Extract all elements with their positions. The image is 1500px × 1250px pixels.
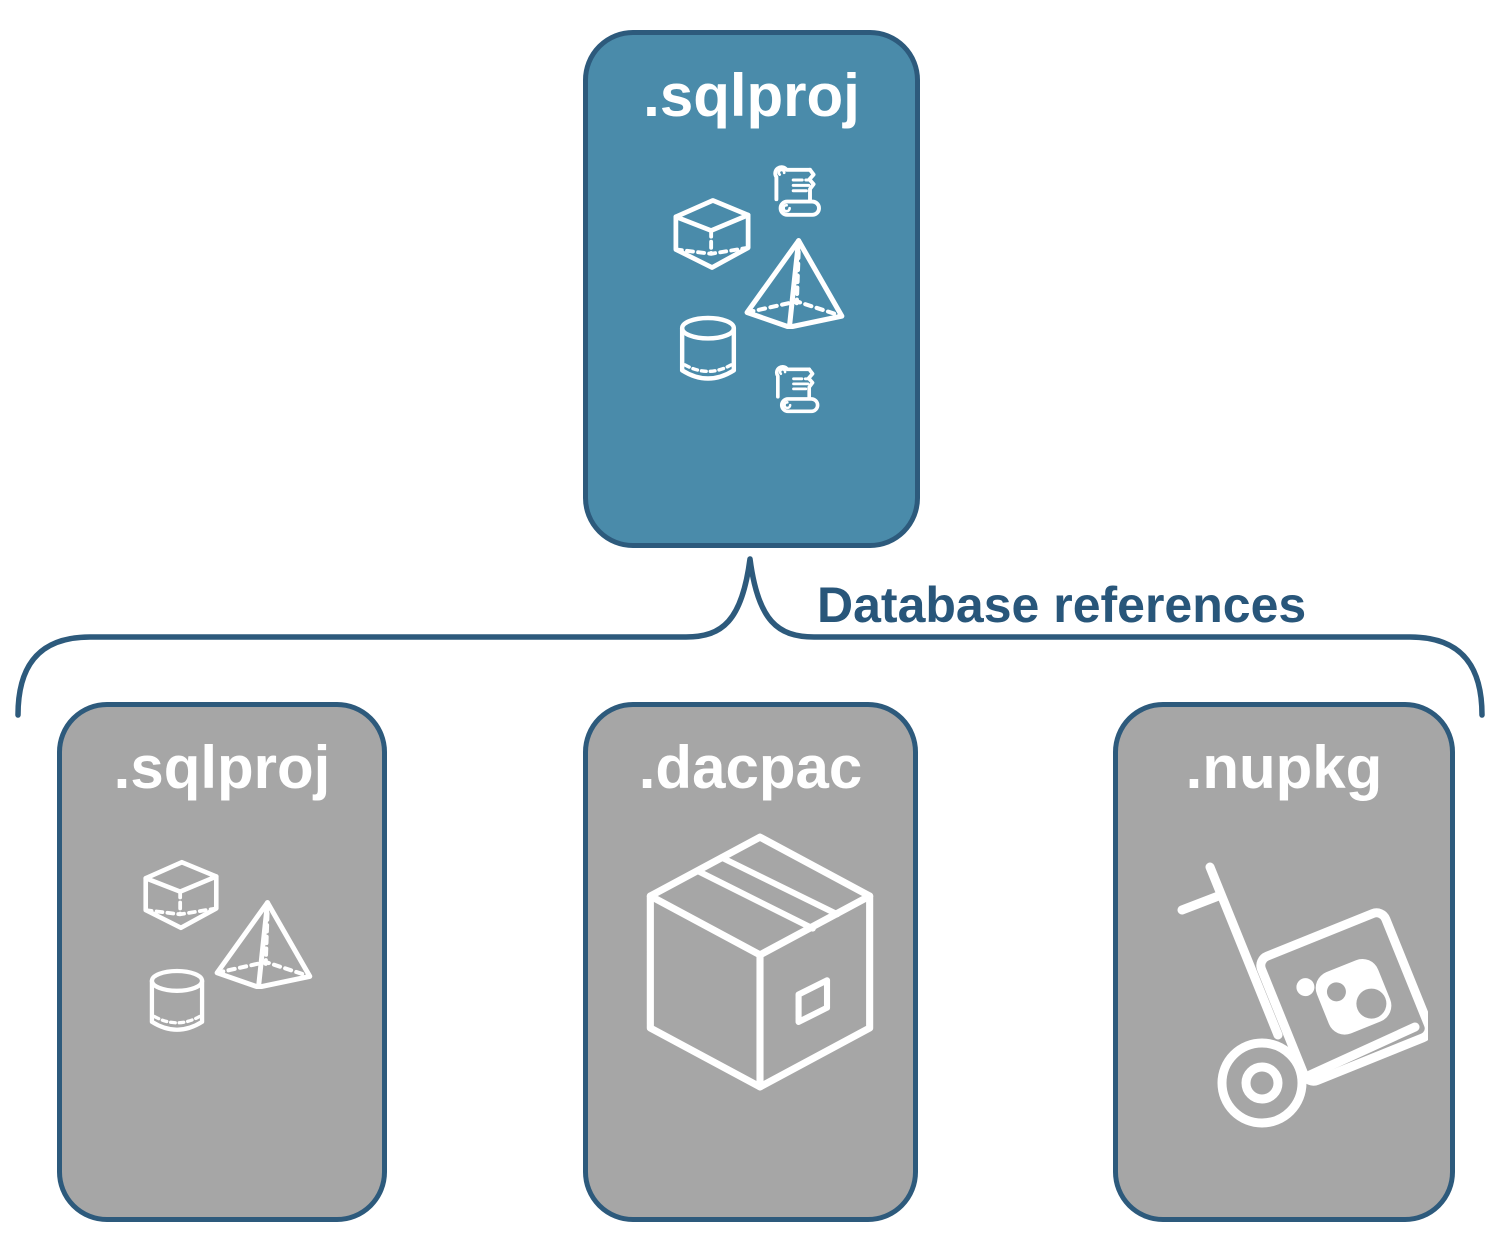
node-sqlproj-root: .sqlproj — [583, 30, 920, 548]
node-dacpac: .dacpac — [583, 702, 918, 1222]
pyramid-icon — [742, 237, 846, 329]
node-label: .sqlproj — [113, 734, 331, 801]
cylinder-icon — [674, 311, 742, 393]
brace-connector — [15, 556, 1485, 718]
cylinder-icon — [144, 965, 210, 1043]
pyramid-icon — [212, 899, 314, 989]
nuget-package — [1256, 908, 1428, 1086]
node-label: .nupkg — [1185, 734, 1383, 801]
node-label: .sqlproj — [643, 62, 860, 129]
package-box-icon — [646, 833, 874, 1091]
nuget-logo-icon — [1296, 958, 1392, 1035]
hand-truck-icon — [1177, 862, 1428, 1128]
node-label: .dacpac — [638, 734, 863, 801]
connector-label: Database references — [817, 577, 1307, 633]
node-nupkg: .nupkg — [1113, 702, 1455, 1222]
node-sqlproj-child: .sqlproj — [57, 702, 387, 1222]
scroll-icon — [773, 165, 821, 217]
scroll-icon — [774, 364, 820, 414]
